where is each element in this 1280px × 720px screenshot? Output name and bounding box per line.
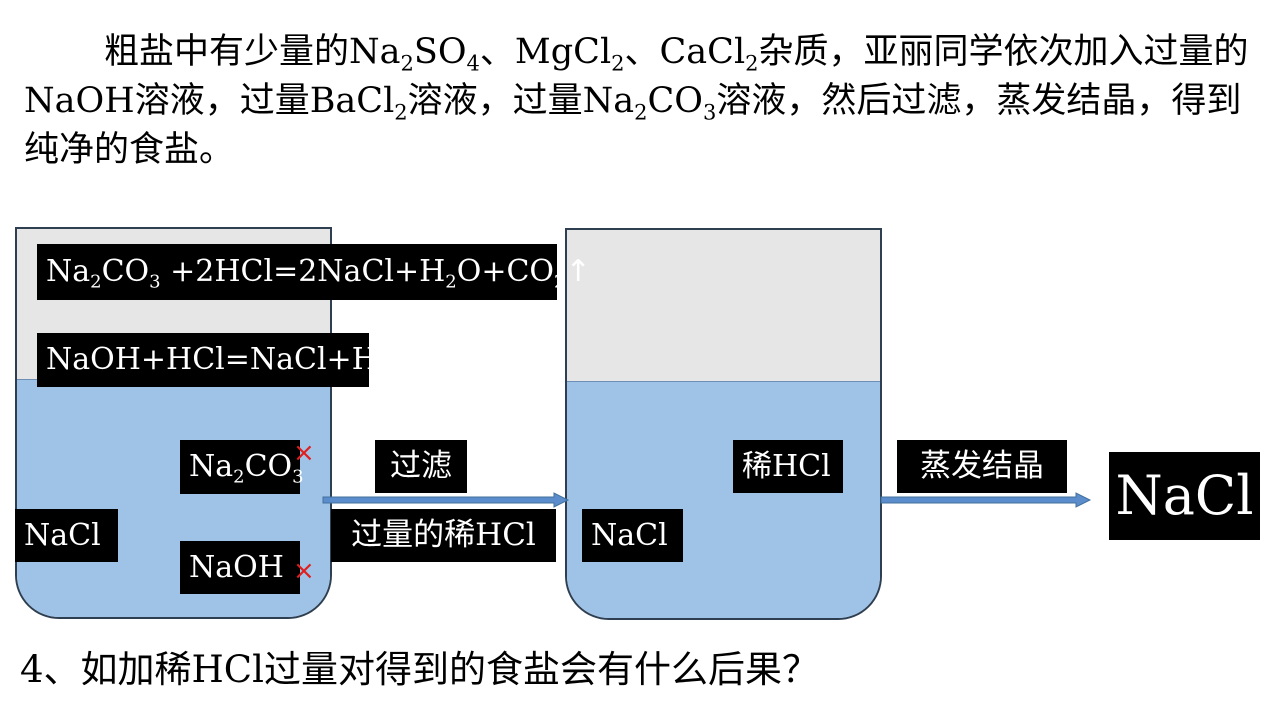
right-arrow-icon (322, 492, 570, 508)
intro-text: CO (647, 81, 704, 121)
label-na2co3: Na2CO3 (180, 440, 304, 494)
intro-text: 杂质，亚丽同学依次加入过量的NaOH溶液，过量BaCl (24, 32, 1249, 121)
intro-text: SO (413, 32, 467, 72)
intro-text: 溶液，过量Na (407, 81, 635, 121)
intro-subscript: 3 (703, 100, 717, 125)
eq-subscript: 3 (149, 271, 161, 293)
step-excess-hcl-label: 过量的稀HCl (331, 509, 556, 562)
question-text: 4、如加稀HCl过量对得到的食盐会有什么后果？ (20, 648, 819, 691)
label-subscript: 2 (233, 466, 245, 488)
intro-paragraph: 粗盐中有少量的Na2SO4、MgCl2、CaCl2杂质，亚丽同学依次加入过量的N… (24, 28, 1256, 175)
step-evaporation-label: 蒸发结晶 (897, 440, 1067, 493)
eq-subscript: 2 (90, 271, 102, 293)
intro-subscript: 2 (745, 51, 759, 76)
cross-icon: × (293, 438, 315, 468)
label-nacl-beaker1: NaCl (15, 509, 118, 562)
eq-text: Na (46, 254, 91, 289)
intro-subscript: 2 (611, 51, 625, 76)
intro-text: 溶液，然后过滤，蒸发结晶，得到纯净的食盐。 (24, 81, 1242, 170)
equation-na2co3-hcl: Na2CO3 +2HCl=2NaCl+H2O+CO2↑ (37, 244, 591, 300)
intro-text: 、CaCl (624, 32, 746, 72)
eq-text: CO (101, 254, 150, 289)
eq-text: NaOH+HCl=NaCl+H (46, 342, 378, 377)
step-filtration-label: 过滤 (375, 440, 467, 493)
intro-subscript: 2 (394, 100, 408, 125)
intro-subscript: 2 (634, 100, 648, 125)
gas-arrow-icon: ↑ (565, 254, 591, 289)
intro-subscript: 2 (400, 51, 414, 76)
equation-naoh-hcl: NaOH+HCl=NaCl+H2O (37, 333, 414, 387)
intro-text: 粗盐中有少量的Na (104, 32, 401, 72)
beaker-after-filtration (565, 228, 882, 620)
label-naoh: NaOH (180, 541, 300, 594)
eq-subscript: 2 (445, 271, 457, 293)
cross-icon: × (293, 556, 315, 586)
eq-text: O+CO (456, 254, 555, 289)
right-arrow-icon (880, 492, 1092, 508)
product-nacl: NaCl (1109, 452, 1260, 540)
label-text: CO (244, 449, 293, 484)
label-text: Na (189, 449, 234, 484)
eq-subscript: 2 (554, 271, 566, 293)
eq-text: O (389, 342, 414, 377)
eq-subscript: 2 (377, 359, 390, 381)
beaker2-liquid (567, 381, 880, 618)
eq-text: +2HCl=2NaCl+H (160, 254, 446, 289)
intro-subscript: 4 (466, 51, 480, 76)
label-subscript: 3 (292, 466, 304, 488)
label-nacl-beaker2: NaCl (582, 509, 683, 562)
intro-text: 、MgCl (479, 32, 612, 72)
label-dilute-hcl: 稀HCl (733, 440, 843, 493)
